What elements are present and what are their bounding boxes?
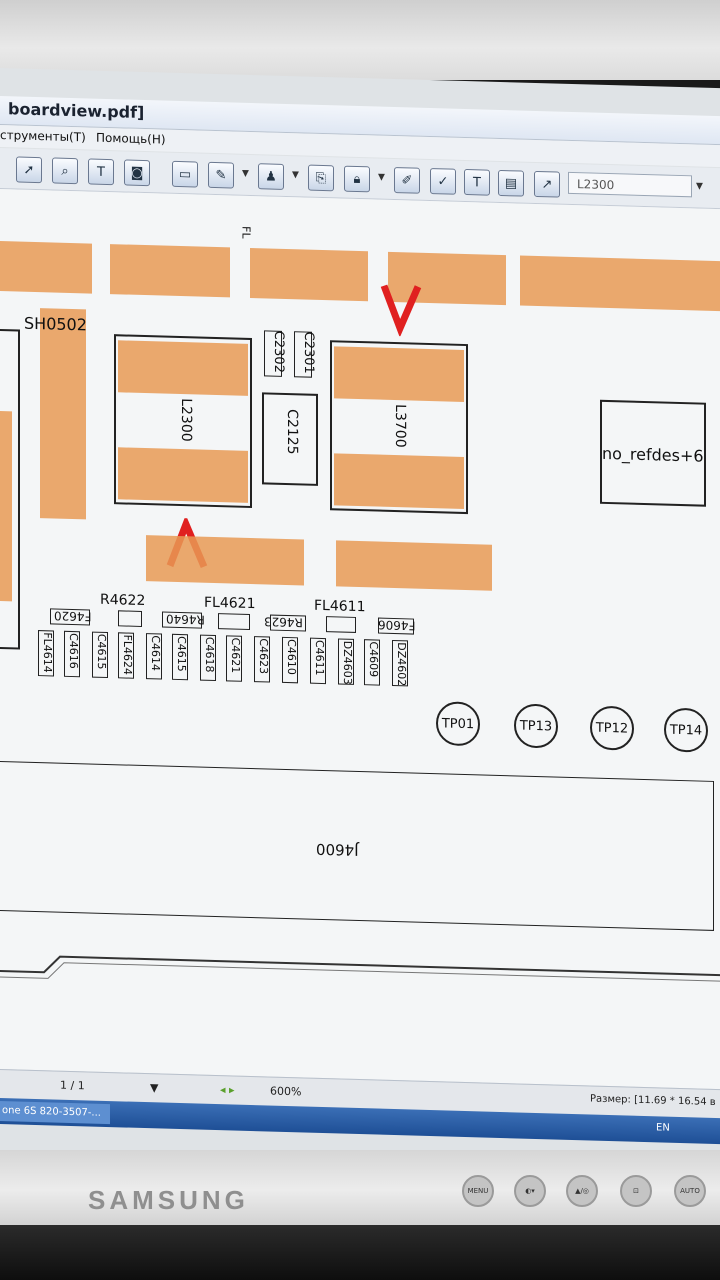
edit-icon[interactable]: ✎ (208, 161, 234, 189)
monitor-input-button[interactable]: ▲/◎ (566, 1175, 598, 1207)
attach-icon[interactable]: ⎘ (308, 164, 334, 192)
pad (250, 247, 368, 302)
vertical-part-label: C4615 (95, 633, 108, 670)
comment-icon[interactable]: ▤ (498, 169, 524, 197)
stamp-icon[interactable]: ♟ (258, 163, 284, 190)
stamp-dropdown-icon[interactable]: ▼ (292, 170, 299, 181)
r4640-label: R4640 (166, 611, 205, 627)
r4622-label: R4622 (100, 591, 146, 610)
j4600-label: J4600 (316, 839, 359, 860)
monitor-source-button[interactable]: ⊡ (620, 1175, 652, 1207)
pad (334, 346, 464, 402)
monitor-bezel-bottom (0, 1150, 720, 1230)
monitor-auto-button[interactable]: AUTO (674, 1175, 706, 1207)
monitor-screen: boardview.pdf] струменты(Т) Помощь(Н) ➚ … (0, 68, 720, 1189)
chevron-down-icon[interactable]: ▼ (696, 181, 703, 192)
monitor-bezel-top (0, 0, 720, 80)
sh0502-label: SH0502 (24, 313, 87, 335)
fl4611-component[interactable] (326, 616, 356, 633)
board-outline (0, 955, 720, 982)
binoculars-icon[interactable]: ⌕ (52, 157, 78, 185)
c2302-label: C2302 (271, 330, 286, 374)
checklist-icon[interactable]: ✓ (430, 168, 456, 195)
menu-help[interactable]: Помощь(Н) (96, 130, 166, 147)
test-point[interactable]: TP13 (514, 703, 558, 749)
l2300-label: L2300 (178, 397, 194, 442)
test-point[interactable]: TP12 (590, 705, 634, 751)
fullscreen-icon[interactable]: ▭ (172, 160, 198, 188)
desk-surface (0, 1225, 720, 1280)
vertical-part-label: DZ4602 (395, 642, 408, 687)
page-dropdown-icon[interactable]: ▼ (150, 1081, 159, 1095)
text-select-icon[interactable]: T (88, 158, 114, 186)
r4622-component[interactable] (118, 610, 142, 627)
monitor-menu-button[interactable]: MENU (462, 1175, 494, 1207)
vertical-part-label: C4623 (257, 638, 270, 675)
test-point[interactable]: TP01 (436, 701, 480, 747)
pad (146, 535, 304, 586)
zoom-combo[interactable]: L2300 (568, 171, 692, 198)
board-canvas[interactable]: FL SH0502 L2300 C2302 C2301 C2125 L3700 … (0, 189, 720, 1090)
refdes-label: no_refdes+6 (602, 443, 704, 466)
arrow-icon[interactable]: ↗ (534, 170, 560, 198)
menu-tools[interactable]: струменты(Т) (0, 128, 86, 145)
pad (0, 241, 92, 294)
vertical-part-label: C4615 (175, 635, 188, 672)
pad (334, 453, 464, 509)
vertical-part-label: C4611 (313, 639, 326, 676)
pad (118, 340, 248, 396)
c2125-label: C2125 (284, 408, 300, 455)
text-box-icon[interactable]: T (464, 168, 490, 196)
nav-arrows-icon[interactable]: ◂ ▸ (220, 1083, 235, 1097)
marker-down-icon (380, 284, 422, 337)
l3700-label: L3700 (392, 403, 408, 448)
monitor-brightness-button[interactable]: ◐▾ (514, 1175, 546, 1207)
fl4621-component[interactable] (218, 613, 250, 630)
vertical-part-label: FL4614 (41, 632, 54, 673)
pad (520, 255, 720, 312)
monitor-brand: SAMSUNG (88, 1185, 249, 1215)
pad (40, 308, 86, 520)
camera-icon[interactable]: ◙ (124, 159, 150, 187)
window-title: boardview.pdf] (8, 99, 145, 123)
r4623-label: R4623 (264, 614, 303, 630)
edit-dropdown-icon[interactable]: ▼ (242, 168, 249, 179)
vertical-part-label: C4609 (367, 641, 380, 678)
pad (0, 411, 12, 602)
c2301-label: C2301 (301, 331, 316, 374)
vertical-part-label: C4610 (285, 638, 298, 676)
vertical-part-label: DZ4603 (341, 640, 354, 685)
pad (110, 244, 230, 298)
pad (336, 540, 492, 591)
test-point[interactable]: TP14 (664, 707, 708, 753)
language-indicator[interactable]: EN (656, 1122, 670, 1134)
vertical-part-label: C4618 (203, 636, 216, 673)
pointer-icon[interactable]: ➚ (16, 156, 42, 184)
f4620-label: F4620 (54, 608, 92, 624)
page-indicator[interactable]: 1 / 1 (60, 1078, 85, 1093)
fl4621-label: FL4621 (204, 594, 256, 613)
vertical-part-label: C4614 (149, 635, 162, 672)
vertical-part-label: C4621 (229, 637, 242, 674)
lock-dropdown-icon[interactable]: ▼ (378, 172, 385, 183)
vertical-part-label: FL4624 (121, 634, 134, 676)
fl4611-label: FL4611 (314, 597, 366, 616)
note-edit-icon[interactable]: ✐ (394, 167, 420, 194)
f4606-label: F4606 (378, 617, 416, 633)
zoom-indicator[interactable]: 600% (270, 1084, 302, 1099)
lock-icon[interactable]: 🔒︎ (344, 165, 370, 193)
taskbar-item[interactable]: one 6S 820-3507-... (0, 1101, 110, 1125)
size-indicator: Размер: [11.69 * 16.54 в (590, 1093, 716, 1108)
pad (118, 447, 248, 503)
vertical-part-label: C4616 (67, 632, 80, 669)
fl-label: FL (239, 225, 253, 239)
